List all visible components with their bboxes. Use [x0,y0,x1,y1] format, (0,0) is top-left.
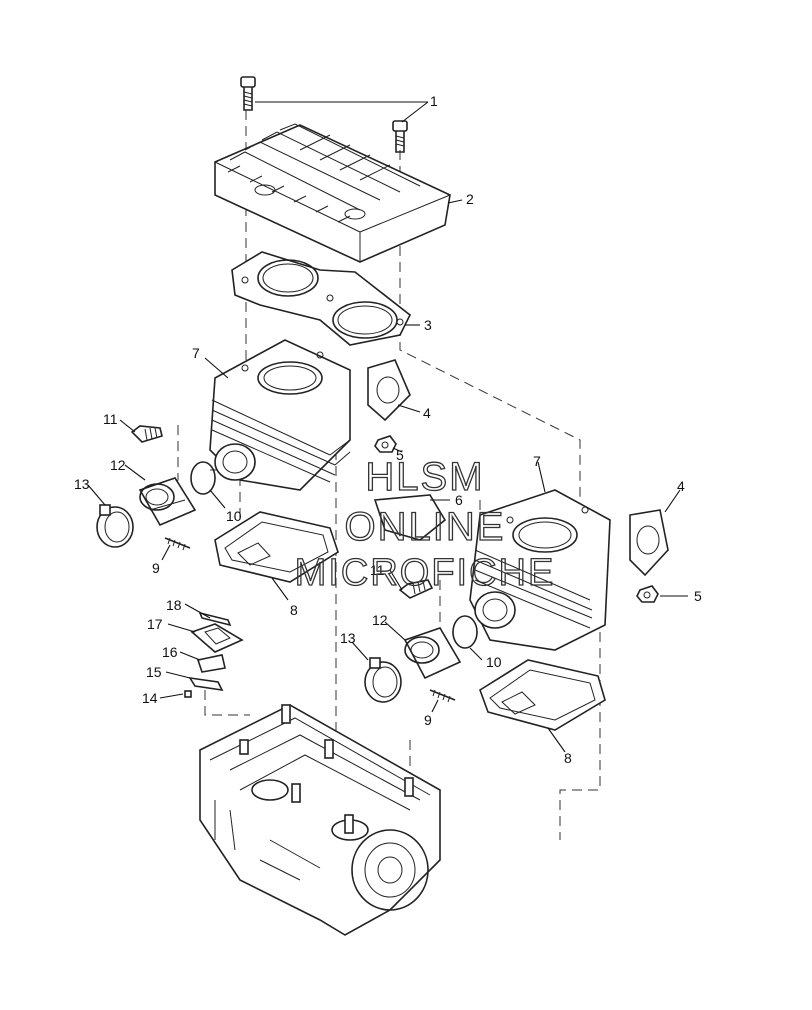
callout-11-left: 11 [103,411,118,427]
callout-3: 3 [424,317,432,333]
cylinder-right [469,489,611,651]
clamp-left [96,504,134,548]
callout-4-right: 4 [677,478,685,494]
callout-18: 18 [166,597,182,613]
callout-8-left: 8 [290,602,298,618]
nut-right [636,585,659,603]
intake-boot-left [138,477,197,527]
callout-1: 1 [430,93,438,109]
callout-6: 6 [455,492,463,508]
callout-labels: 1 2 3 4 5 7 11 12 13 10 9 8 6 7 4 5 11 1… [74,93,702,766]
watermark-line-2: ONLINE [345,505,506,549]
reed-valve-assembly [184,611,244,698]
callout-7-left: 7 [192,345,200,361]
exhaust-gasket-right [629,509,669,577]
head-bolt-left [240,76,256,111]
base-gasket-left [214,511,339,583]
watermark: HLSM ONLINE MICROFICHE [294,454,556,594]
stud-9-left [164,537,191,551]
callout-17: 17 [147,616,163,632]
callout-12-left: 12 [110,457,126,473]
callout-12-right: 12 [372,612,388,628]
callout-16: 16 [162,644,178,660]
callout-9-left: 9 [152,560,160,576]
callout-11-right: 11 [370,562,385,578]
callout-14: 14 [142,690,158,706]
callout-9-right: 9 [424,712,432,728]
callout-15: 15 [146,664,162,680]
o-ring-left [190,461,216,495]
callout-8-right: 8 [564,750,572,766]
head-gasket [231,251,412,346]
nut-left [374,435,397,453]
callout-13-right: 13 [340,630,356,646]
callout-7-right: 7 [533,453,541,469]
crankcase [199,704,441,936]
exhaust-gasket-left [367,359,411,422]
head-bolt-right [392,120,408,153]
watermark-line-3: MICROFICHE [295,552,556,594]
stud-9-right [429,689,456,703]
cylinder-left [209,339,351,491]
base-gasket-right [479,659,606,731]
callout-13-left: 13 [74,476,90,492]
watermark-line-1: HLSM [365,455,484,499]
leader-lines [87,101,688,753]
callout-10-right: 10 [486,654,502,670]
intake-boot-right [403,627,462,680]
callout-4-left: 4 [423,405,431,421]
cylinder-head [214,123,451,263]
intake-part-6 [373,494,447,541]
callout-2: 2 [466,191,474,207]
bolt-11-left [130,425,163,443]
callout-10-left: 10 [226,508,242,524]
callout-5-right: 5 [694,588,702,604]
callout-5-left: 5 [396,447,404,463]
clamp-right [364,657,402,703]
bolt-11-right [398,579,434,599]
o-ring-right [452,615,478,649]
